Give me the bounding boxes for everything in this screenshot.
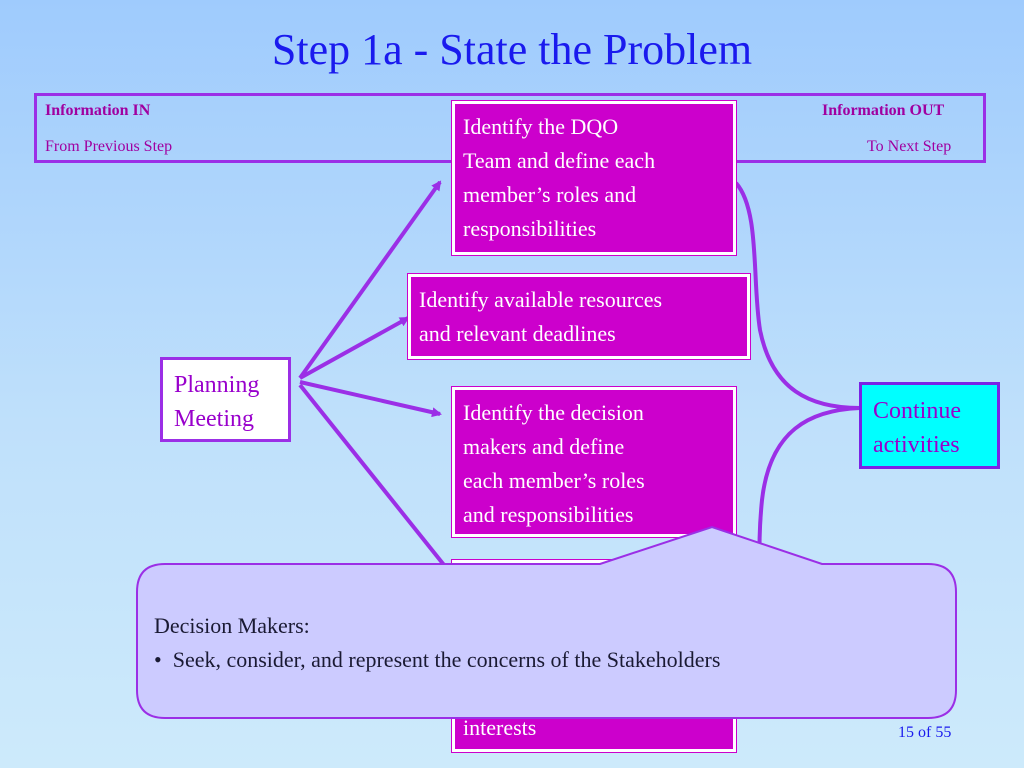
box-line: and relevant deadlines: [419, 321, 616, 346]
arrow-to-dqo-team: [298, 180, 442, 380]
node-line: activities: [873, 432, 960, 458]
continue-activities-node: Continue activities: [859, 382, 1000, 469]
box-line: and responsibilities: [463, 502, 634, 527]
information-out-label: Information OUT: [822, 102, 945, 119]
identify-decision-makers-box: Identify the decision makers and define …: [451, 386, 737, 538]
node-line: Planning: [174, 372, 260, 398]
box-line: Identify the decision: [463, 400, 644, 425]
callout-bullet-text: Seek, consider, and represent the concer…: [172, 647, 721, 672]
arrow-to-decision-makers: [299, 380, 442, 418]
node-line: Continue: [873, 398, 961, 424]
box-line: responsibilities: [463, 216, 597, 241]
box-line: Team and define each: [463, 148, 656, 173]
identify-resources-box: Identify available resources and relevan…: [407, 273, 751, 360]
to-next-step-label: To Next Step: [867, 138, 952, 155]
box-line: member’s roles and: [463, 182, 637, 207]
callout-text: Decision Makers: • Seek, consider, and r…: [154, 609, 720, 677]
callout-bullet-item: • Seek, consider, and represent the conc…: [154, 643, 720, 677]
bullet-icon: •: [154, 647, 173, 672]
box-line: makers and define: [463, 434, 625, 459]
callout-heading: Decision Makers:: [154, 613, 310, 638]
node-line: Meeting: [174, 406, 254, 432]
planning-meeting-node: Planning Meeting: [160, 357, 291, 442]
arrow-to-stakeholders: [298, 383, 454, 577]
bracket-upper: [734, 181, 861, 410]
box-line: each member’s roles: [463, 468, 645, 493]
box-line: Identify the DQO: [463, 114, 619, 139]
page-number: 15 of 55: [898, 724, 952, 741]
box-line: interests: [463, 715, 537, 740]
arrow-to-resources: [299, 316, 410, 380]
box-line: Identify available resources: [419, 287, 663, 312]
information-in-label: Information IN: [45, 102, 151, 119]
slide-title: Step 1a - State the Problem: [271, 25, 753, 74]
identify-dqo-team-box: Identify the DQO Team and define each me…: [451, 100, 737, 256]
from-previous-step-label: From Previous Step: [45, 138, 173, 155]
